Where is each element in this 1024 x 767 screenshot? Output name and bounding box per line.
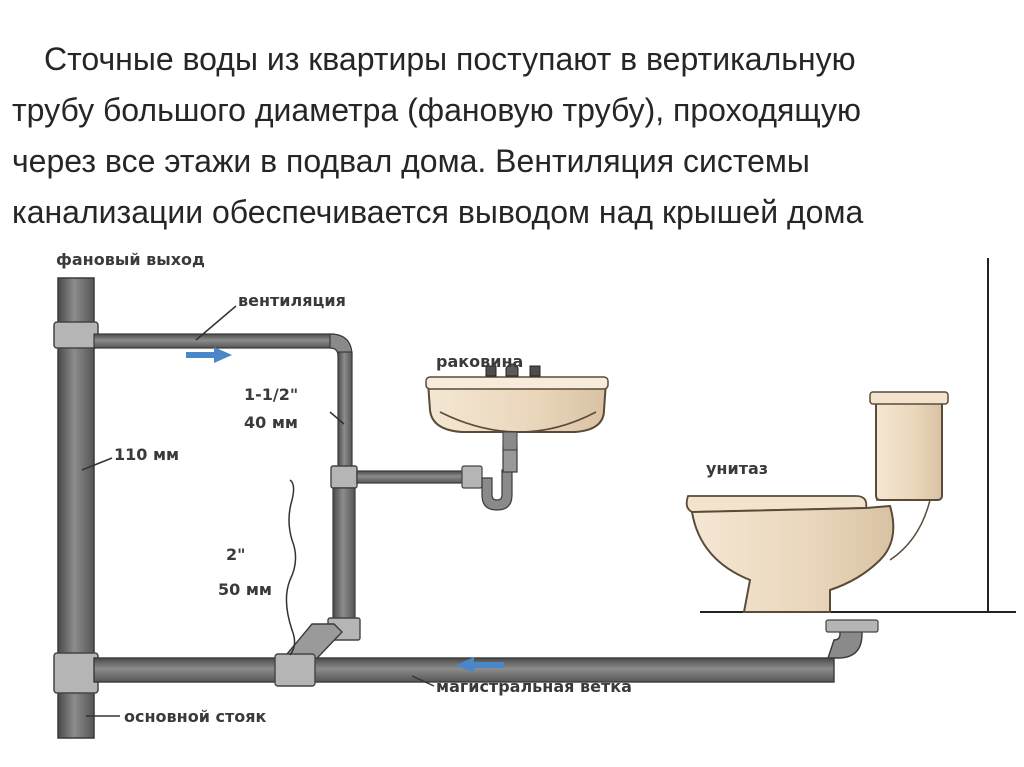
dimension-bracket	[285, 479, 297, 656]
label-fan-exit: фановый выход	[56, 250, 205, 269]
sink-fixture	[425, 363, 609, 451]
intro-line-2: трубу большого диаметра (фановую трубу),…	[12, 92, 862, 128]
intro-line-4: канализации обеспечивается выводом над к…	[12, 194, 864, 230]
label-main-riser: основной стояк	[124, 707, 267, 726]
main-riser-pipe	[53, 277, 99, 739]
toilet-fixture	[685, 391, 949, 613]
label-size-small-mm: 40 мм	[244, 413, 298, 432]
flow-arrow-main-branch	[456, 657, 504, 673]
ventilation-pipe	[93, 333, 353, 471]
label-sink: раковина	[436, 352, 523, 371]
leader-branch	[411, 675, 435, 687]
label-ventilation: вентиляция	[238, 291, 346, 310]
flow-arrow-ventilation	[186, 347, 232, 363]
label-size-mid-in: 2"	[226, 545, 245, 564]
leader-40	[329, 411, 345, 425]
label-main-branch: магистральная ветка	[436, 677, 632, 696]
label-main-diameter: 110 мм	[114, 445, 179, 464]
intro-line-3: через все этажи в подвал дома. Вентиляци…	[12, 143, 810, 179]
leader-ventilation	[195, 305, 237, 341]
leader-110	[81, 457, 113, 471]
label-toilet: унитаз	[706, 459, 768, 478]
vent-stack-pipe	[327, 465, 361, 641]
label-size-mid-mm: 50 мм	[218, 580, 272, 599]
intro-line-1: Сточные воды из квартиры поступают в вер…	[44, 41, 856, 77]
intro-text: Сточные воды из квартиры поступают в вер…	[12, 34, 1022, 238]
sink-branch-pipe	[356, 445, 518, 511]
main-branch-pipe	[93, 619, 879, 687]
label-size-small-in: 1-1/2"	[244, 385, 298, 404]
